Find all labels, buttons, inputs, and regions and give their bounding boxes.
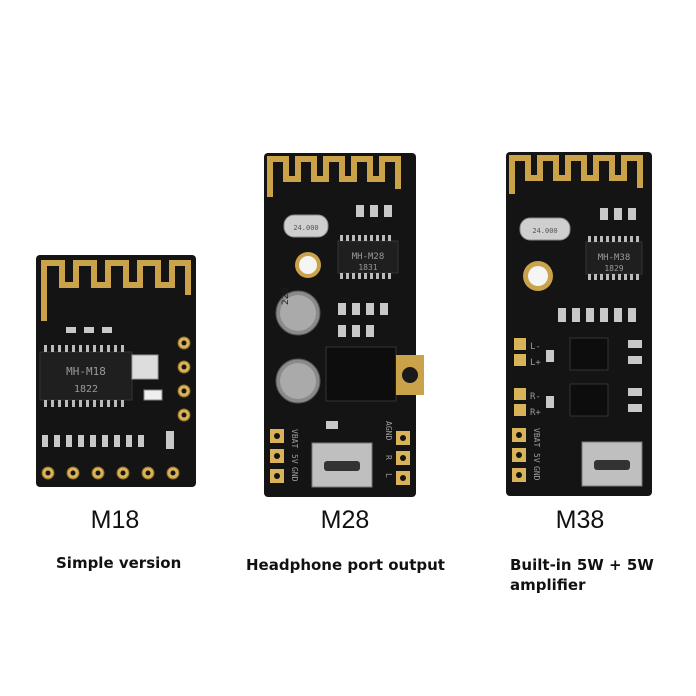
m38-description: Built-in 5W + 5W amplifier bbox=[510, 555, 654, 595]
m38-chip-code: 1829 bbox=[604, 264, 623, 273]
m38-chip-marking: MH-M38 bbox=[598, 253, 631, 263]
m38-pin-r-minus: R- bbox=[530, 392, 541, 402]
m38-description-line-1: Built-in 5W + 5W bbox=[510, 556, 654, 574]
m28-chip-code: 1831 bbox=[358, 263, 377, 272]
svg-text:220: 220 bbox=[281, 288, 291, 305]
m38-pin-vbat: VBAT bbox=[532, 428, 541, 447]
m18-model-label: M18 bbox=[90, 506, 140, 534]
m28-pin-gnd: GND bbox=[290, 467, 299, 482]
m28-pin-vbat: VBAT bbox=[290, 429, 299, 448]
m28-pin-l: L bbox=[384, 473, 393, 478]
m38-crystal-marking: 24.000 bbox=[532, 227, 557, 235]
m38-board-image: 24.000 MH-M38 1829 L- L+ R- R+ bbox=[506, 152, 652, 496]
m38-description-line-2: amplifier bbox=[510, 576, 586, 594]
m28-model-label: M28 bbox=[320, 506, 370, 534]
m28-chip-marking: MH-M28 bbox=[352, 252, 385, 262]
m18-board-image: MH-M18 1822 bbox=[36, 255, 196, 487]
m18-chip-marking: MH-M18 bbox=[66, 365, 106, 378]
m18-chip-code: 1822 bbox=[74, 384, 98, 395]
m28-pin-r: R bbox=[384, 455, 393, 460]
m38-pin-5v: 5V bbox=[532, 453, 541, 463]
m28-crystal-marking: 24.000 bbox=[293, 224, 318, 232]
m28-description: Headphone port output bbox=[246, 556, 445, 574]
m38-pin-r-plus: R+ bbox=[530, 408, 541, 418]
m28-board-image: 24.000 MH-M28 1831 220 bbox=[264, 153, 428, 497]
m38-model-label: M38 bbox=[555, 506, 605, 534]
m38-pin-l-plus: L+ bbox=[530, 358, 541, 368]
m18-description: Simple version bbox=[56, 554, 182, 572]
m28-pin-agnd: AGND bbox=[384, 421, 393, 440]
m38-pin-gnd: GND bbox=[532, 466, 541, 481]
m28-pin-5v: 5V bbox=[290, 454, 299, 464]
m38-pin-l-minus: L- bbox=[530, 342, 541, 352]
